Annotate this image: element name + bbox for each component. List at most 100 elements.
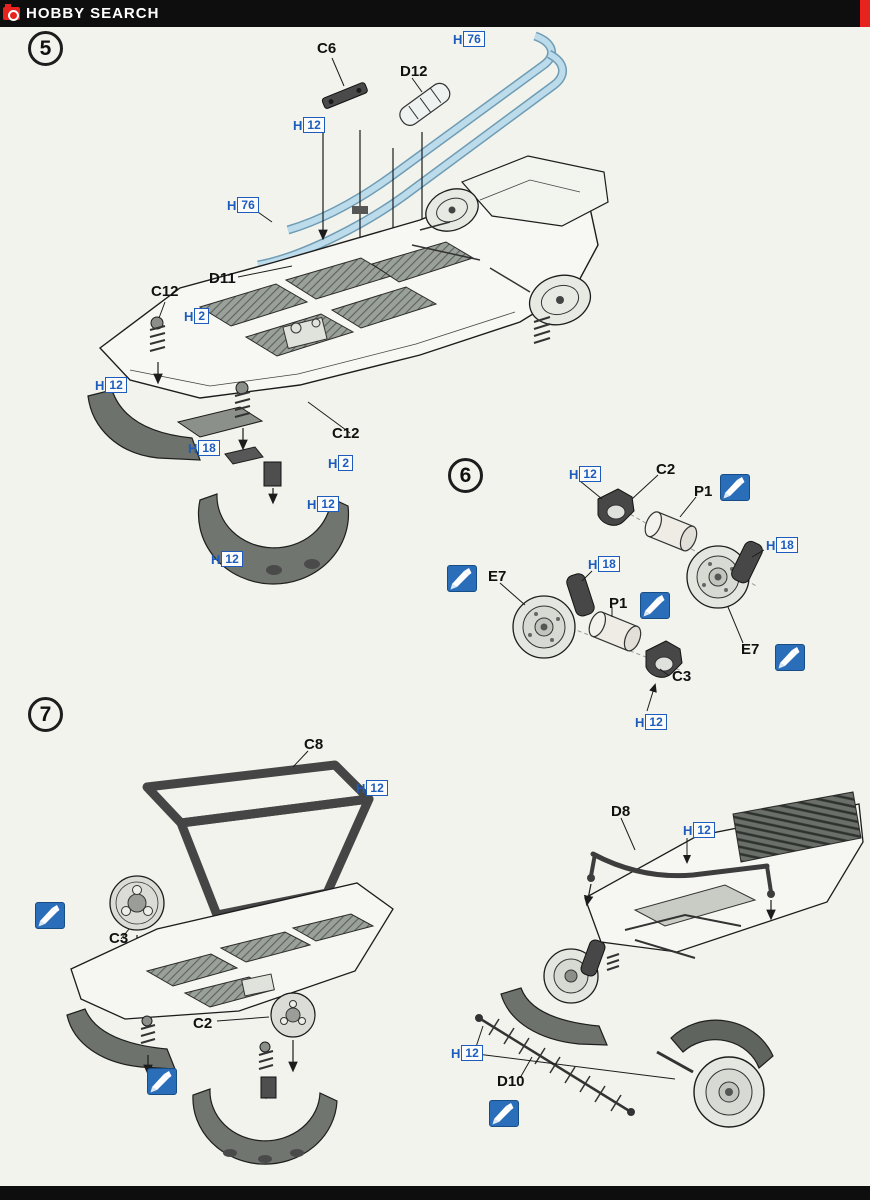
glue-brush-glyph [35,902,65,929]
paint-code-prefix: H [683,823,693,838]
glue-brush-glyph [447,565,477,592]
front-left-fender [66,1008,176,1070]
part-label-c2: C2 [656,461,676,478]
glue-brush-icon [147,1068,177,1095]
paint-code-number-box: 12 [303,117,325,133]
part-label-c2: C2 [193,1015,213,1032]
rollbar-tubes [257,31,567,270]
paint-code-prefix: H [451,1046,461,1061]
paint-code-prefix: H [184,309,194,324]
paint-code-prefix: H [307,497,317,512]
paint-code-number-box: 12 [461,1045,483,1061]
glue-brush-icon [447,565,477,592]
rear-deck [460,155,609,227]
part-label-c3: C3 [672,668,692,685]
step6-hub-illustration [499,474,765,712]
paint-code-prefix: H [293,118,303,133]
paint-code-number-box: 18 [198,440,220,456]
paint-code-prefix: H [188,441,198,456]
part-label-c12: C12 [151,283,179,300]
part-label-p1: P1 [609,595,628,612]
right-wheel [656,1019,774,1128]
step5-chassis-illustration [87,31,609,585]
leader-lines [120,750,309,1022]
d10-spring [475,1014,635,1116]
brand-text: HOBBY SEARCH [26,5,160,22]
glue-brush-icon [35,902,65,929]
camera-icon [3,4,20,21]
engine-block [282,316,328,350]
step-number-6: 6 [448,458,483,493]
paint-code-prefix: H [227,198,237,213]
paint-code-number-box: 12 [317,496,339,512]
step7-left-illustration [66,750,394,1165]
c6-bracket [321,82,368,109]
glue-brush-icon [489,1100,519,1127]
part-label-e7: E7 [488,568,507,585]
part-label-d11: D11 [209,270,236,287]
leader-lines [499,474,765,712]
front-left-fender [87,389,201,461]
paint-code-prefix: H [95,378,105,393]
part-label-c3: C3 [109,930,129,947]
paint-code-prefix: H [569,467,579,482]
paint-code-number-box: 18 [598,556,620,572]
c3-pulley [109,875,165,970]
part-label-p1: P1 [694,483,713,500]
part-label-c12: C12 [332,425,360,442]
bottom-black-bar [0,1186,870,1200]
step-number-7: 7 [28,697,63,732]
c2-pulley [270,992,316,1073]
glue-brush-icon [775,644,805,671]
glue-brush-glyph [775,644,805,671]
small-bracket [263,461,282,487]
engine-deck [732,791,862,863]
glue-brush-glyph [640,592,670,619]
d12-clamp [399,82,451,126]
paint-code-number-box: 76 [463,31,485,47]
h18-bracket [224,446,264,465]
paint-code-number-box: 2 [194,308,210,324]
paint-code-number-box: 76 [237,197,259,213]
paint-code-number-box: 12 [645,714,667,730]
glue-brush-icon [640,592,670,619]
corner-red-mark [860,0,870,27]
part-label-e7: E7 [741,641,760,658]
part-label-d8: D8 [611,803,631,820]
rear-hub-assembly [597,488,763,609]
rod-clamp [352,206,368,214]
step-number-5: 5 [28,31,63,66]
d8-stabilizer-bar [583,851,776,921]
glue-brush-glyph [147,1068,177,1095]
paint-code-number-box: 12 [105,377,127,393]
rear-fender [192,1088,338,1165]
paint-code-prefix: H [211,552,221,567]
paint-code-prefix: H [635,715,645,730]
glue-brush-icon [720,474,750,501]
paint-code-number-box: 18 [776,537,798,553]
glue-brush-glyph [489,1100,519,1127]
suspension-arms [624,913,742,959]
part-label-c6: C6 [317,40,337,57]
paint-code-number-box: 12 [221,551,243,567]
paint-code-number-box: 12 [579,466,601,482]
paint-code-prefix: H [588,557,598,572]
part-label-d10: D10 [497,1073,525,1090]
